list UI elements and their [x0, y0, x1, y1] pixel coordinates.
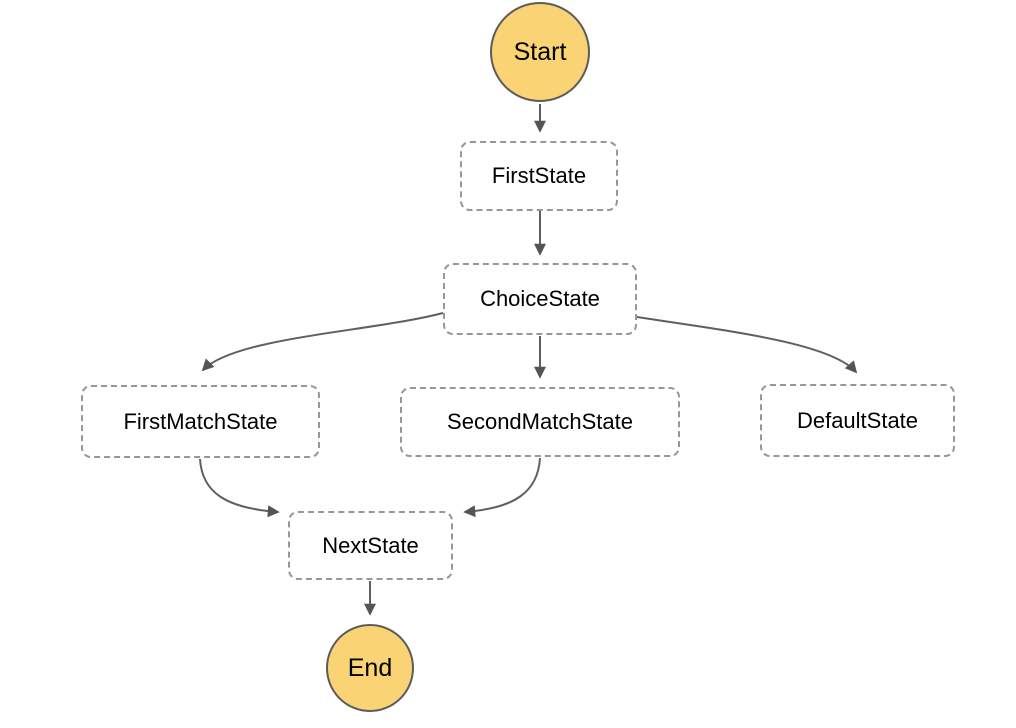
node-DefaultState[interactable]: DefaultState [760, 384, 955, 457]
node-FirstMatchState[interactable]: FirstMatchState [81, 385, 320, 458]
edge-FirstMatchState-to-NextState [199, 458, 280, 518]
node-start[interactable]: Start [490, 2, 590, 102]
node-label: End [347, 653, 393, 682]
node-NextState[interactable]: NextState [288, 511, 453, 580]
node-FirstState[interactable]: FirstState [460, 141, 618, 211]
node-label: FirstState [491, 163, 587, 188]
node-SecondMatchState[interactable]: SecondMatchState [400, 387, 680, 457]
node-end[interactable]: End [326, 624, 414, 712]
edge-ChoiceState-to-FirstMatchState [201, 312, 444, 372]
node-label: SecondMatchState [447, 409, 633, 434]
node-label: Start [513, 37, 567, 66]
node-label: NextState [322, 532, 419, 558]
edge-SecondMatchState-to-NextState [463, 457, 541, 518]
node-ChoiceState[interactable]: ChoiceState [443, 263, 637, 335]
node-label: DefaultState [796, 407, 919, 433]
node-label: FirstMatchState [123, 408, 278, 434]
edge-ChoiceState-to-DefaultState [636, 316, 858, 374]
node-label: ChoiceState [480, 286, 600, 311]
